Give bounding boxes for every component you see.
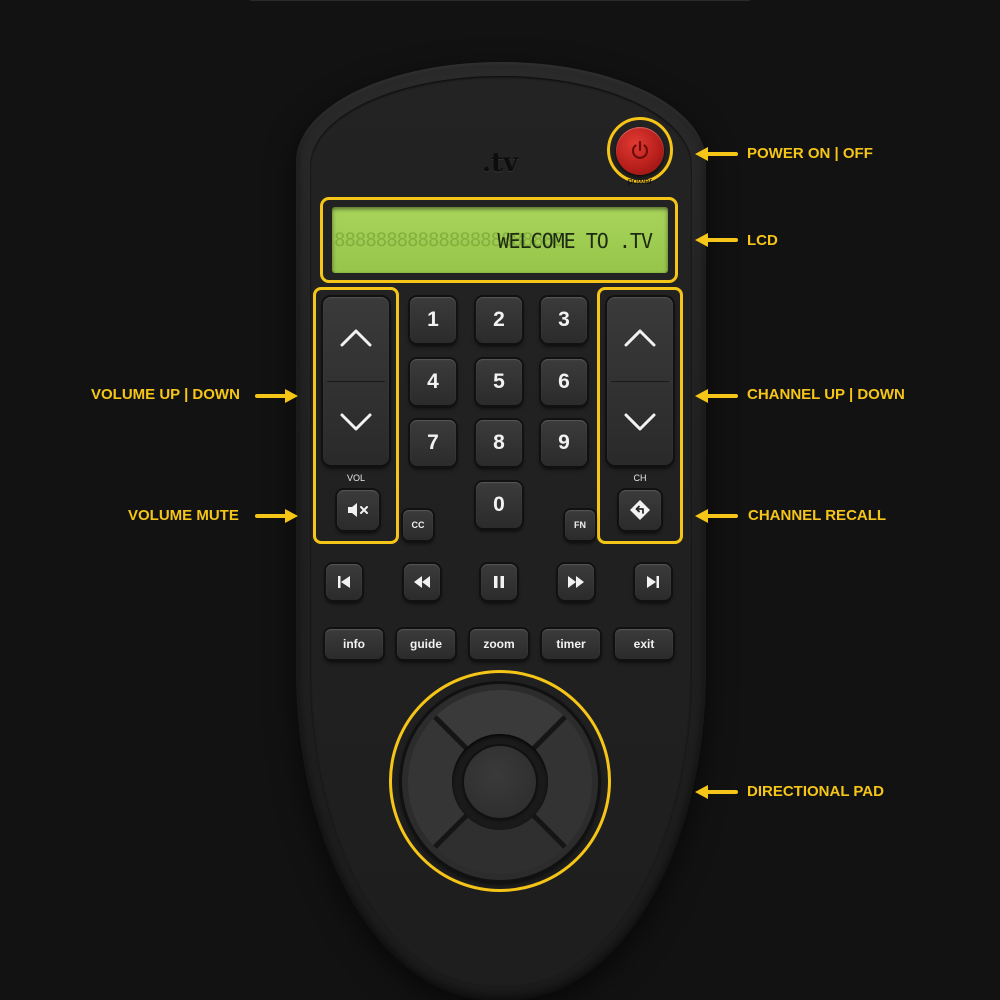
fn-button[interactable]: FN — [565, 510, 595, 540]
dpad-ok-button[interactable] — [464, 746, 536, 818]
volume-highlight — [313, 287, 399, 544]
volume-rocker-divider — [327, 381, 385, 382]
channel-up-icon — [624, 329, 656, 347]
volume-label: VOL — [346, 473, 365, 483]
zoom-button[interactable]: zoom — [470, 629, 528, 659]
arrow-volume — [255, 389, 298, 403]
number-key-0[interactable]: 0 — [476, 482, 522, 528]
power-highlight — [607, 117, 673, 183]
arrow-lcd — [695, 233, 738, 247]
volume-up-icon — [340, 329, 372, 347]
arrow-channel — [695, 389, 738, 403]
brand-logo: .tv — [482, 148, 519, 178]
lcd-display: 8888888888888888888888 WELCOME TO .TV — [332, 207, 668, 273]
callout-volume: VOLUME UP | DOWN — [91, 386, 240, 403]
lcd-segment-background: 8888888888888888888888 — [334, 229, 565, 251]
skip-forward-icon — [647, 576, 659, 588]
callout-mute: VOLUME MUTE — [128, 507, 239, 524]
fast-forward-icon — [568, 576, 584, 588]
arrow-power — [695, 147, 738, 161]
callout-dpad: DIRECTIONAL PAD — [747, 783, 884, 800]
skip-forward-button[interactable] — [635, 564, 671, 600]
rewind-button[interactable] — [404, 564, 440, 600]
skip-back-icon — [338, 576, 350, 588]
channel-rocker[interactable] — [607, 297, 673, 465]
dpad-highlight — [389, 670, 611, 892]
cc-button[interactable]: CC — [403, 510, 433, 540]
arrow-dpad — [695, 785, 738, 799]
pause-button[interactable] — [481, 564, 517, 600]
number-key-7[interactable]: 7 — [410, 420, 456, 466]
channel-down-icon — [624, 413, 656, 431]
power-icon — [631, 140, 649, 159]
callout-power: POWER ON | OFF — [747, 145, 873, 162]
number-key-3[interactable]: 3 — [541, 297, 587, 343]
volume-rocker[interactable] — [323, 297, 389, 465]
number-key-9[interactable]: 9 — [541, 420, 587, 466]
channel-label: CH — [633, 473, 647, 483]
pause-icon — [494, 576, 504, 588]
channel-highlight — [597, 287, 683, 544]
channel-recall-button[interactable] — [619, 490, 661, 530]
number-key-5[interactable]: 5 — [476, 359, 522, 405]
exit-button[interactable]: exit — [615, 629, 673, 659]
skip-back-button[interactable] — [326, 564, 362, 600]
mute-icon — [348, 503, 368, 517]
lcd-highlight — [320, 197, 678, 283]
power-button[interactable] — [616, 127, 664, 175]
callout-lcd: LCD — [747, 232, 778, 249]
info-button[interactable]: info — [325, 629, 383, 659]
volume-down-icon — [340, 413, 372, 431]
callout-channel: CHANNEL UP | DOWN — [747, 386, 905, 403]
arrow-mute — [255, 509, 298, 523]
guide-button[interactable]: guide — [397, 629, 455, 659]
rewind-icon — [414, 576, 430, 588]
channel-rocker-divider — [611, 381, 669, 382]
mute-button[interactable] — [337, 490, 379, 530]
timer-button[interactable]: timer — [542, 629, 600, 659]
callout-recall: CHANNEL RECALL — [748, 507, 887, 524]
lcd-message: WELCOME TO .TV — [497, 229, 653, 253]
fast-forward-button[interactable] — [558, 564, 594, 600]
arrow-recall — [695, 509, 738, 523]
number-key-4[interactable]: 4 — [410, 359, 456, 405]
number-key-1[interactable]: 1 — [410, 297, 456, 343]
power-label: power — [627, 176, 653, 186]
recall-icon — [630, 500, 650, 520]
number-key-8[interactable]: 8 — [476, 420, 522, 466]
number-key-6[interactable]: 6 — [541, 359, 587, 405]
number-key-2[interactable]: 2 — [476, 297, 522, 343]
top-divider — [250, 0, 750, 1]
